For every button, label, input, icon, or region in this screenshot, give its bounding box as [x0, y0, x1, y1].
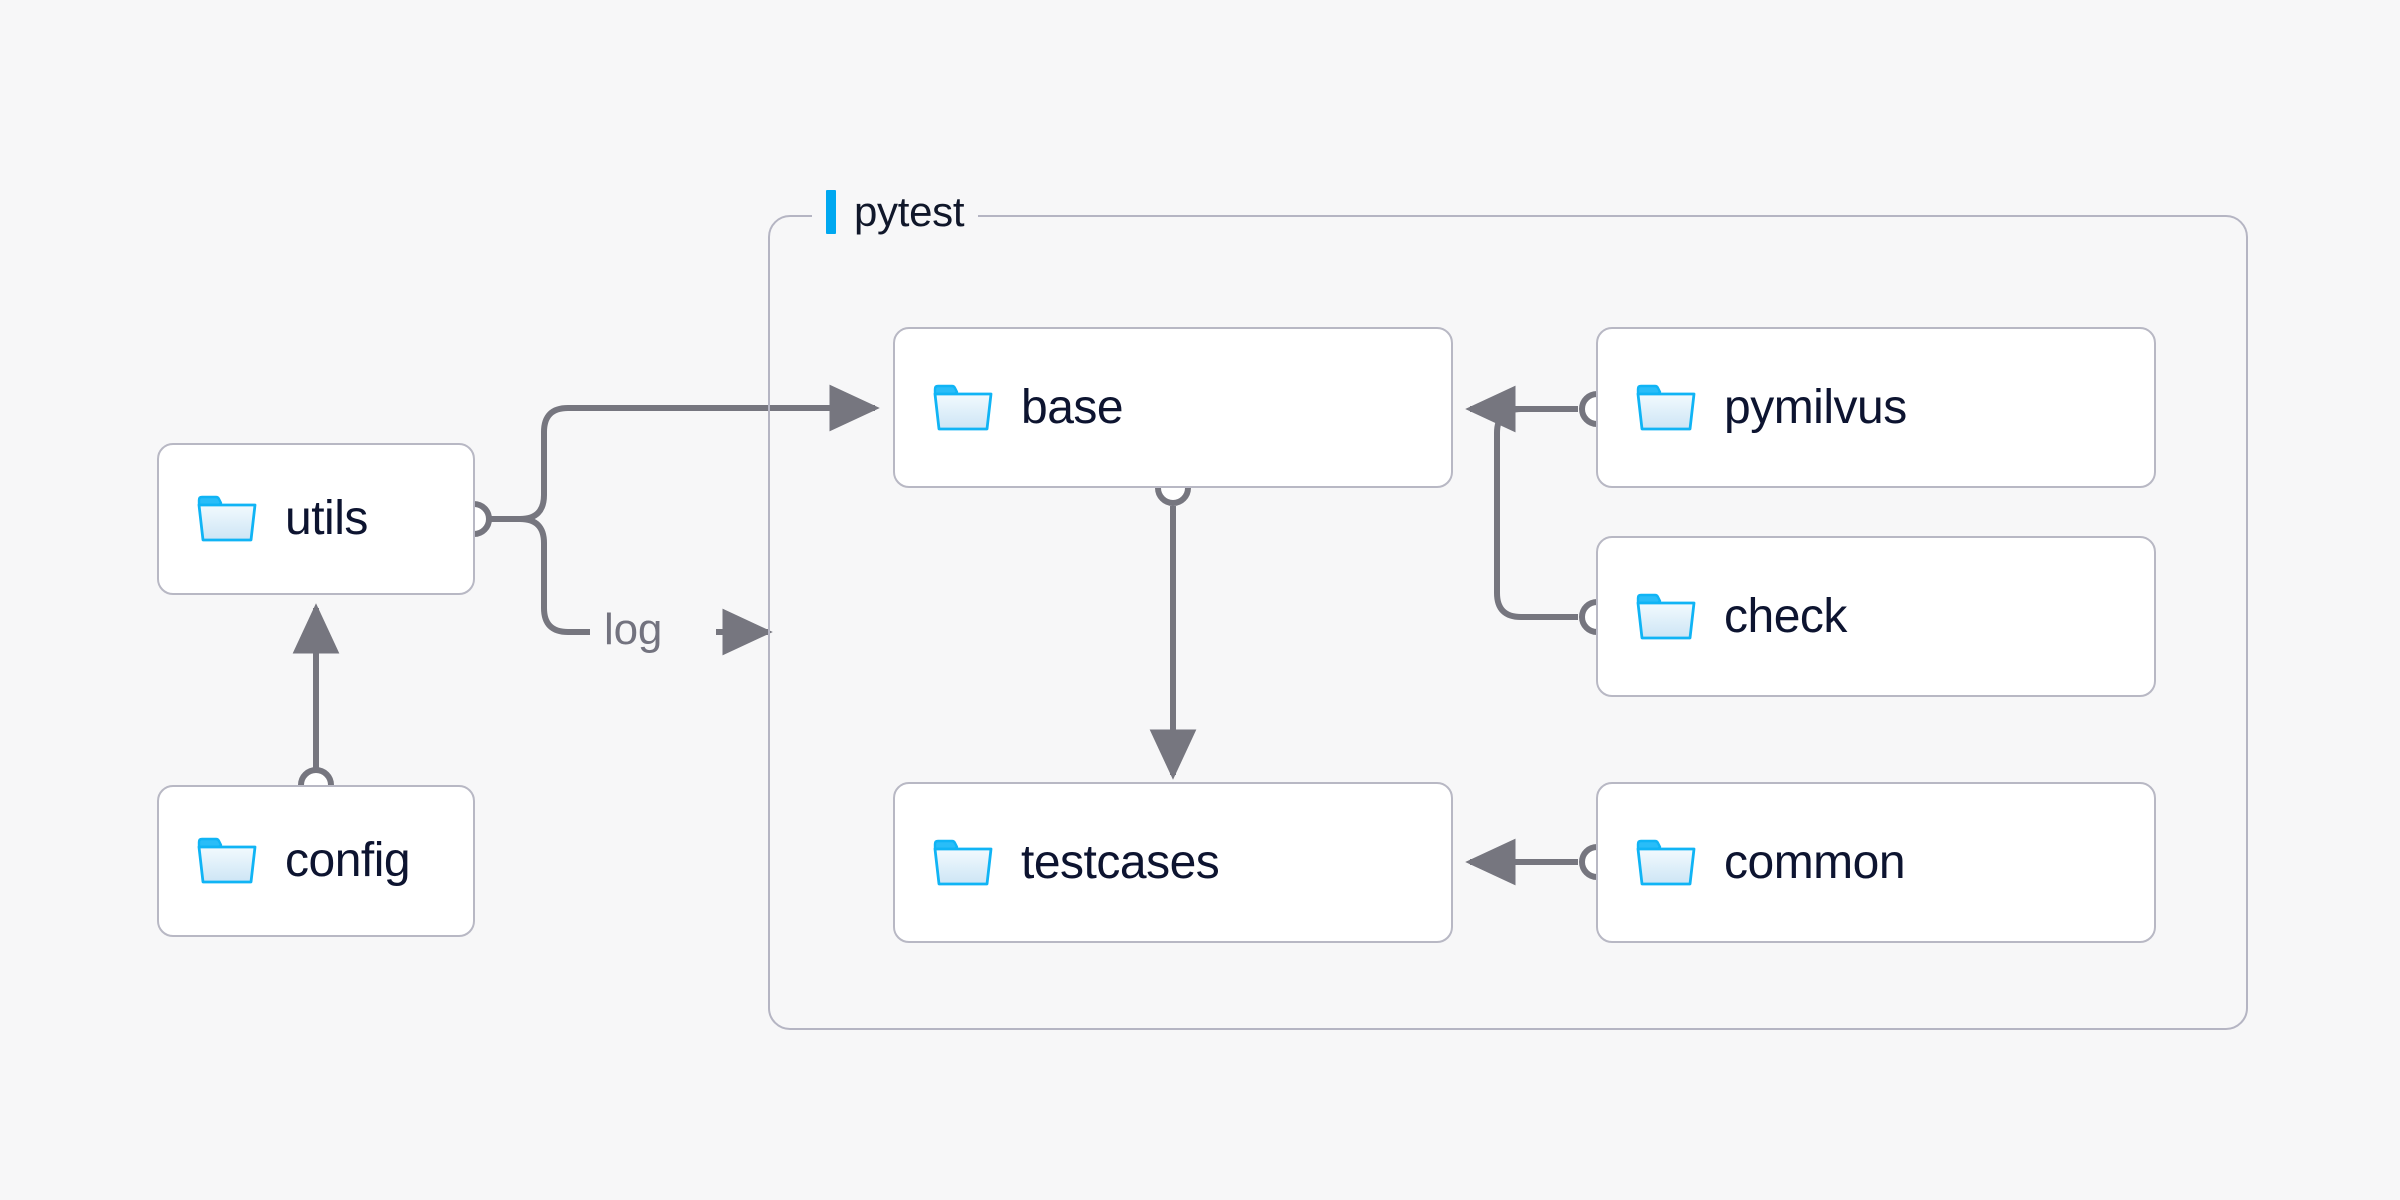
- edge-label-log: log: [604, 605, 663, 654]
- node-config-label: config: [285, 834, 411, 887]
- node-testcases-label: testcases: [1021, 835, 1220, 889]
- node-pymilvus-label: pymilvus: [1724, 380, 1907, 434]
- node-testcases[interactable]: testcases: [893, 782, 1453, 943]
- folder-icon: [933, 384, 993, 430]
- edge-utils-log: [519, 516, 590, 635]
- node-common-label: common: [1724, 835, 1906, 889]
- node-check-label: check: [1724, 589, 1847, 643]
- group-pytest-title: pytest: [854, 188, 965, 235]
- group-pytest-label: pytest: [812, 186, 979, 238]
- node-utils[interactable]: utils: [157, 443, 475, 595]
- node-pymilvus[interactable]: pymilvus: [1596, 327, 2156, 488]
- node-base-label: base: [1021, 380, 1124, 434]
- node-common[interactable]: common: [1596, 782, 2156, 943]
- folder-icon: [1636, 839, 1696, 885]
- accent-bar-icon: [826, 190, 836, 234]
- group-pytest[interactable]: [768, 215, 2248, 1030]
- folder-icon: [1636, 384, 1696, 430]
- folder-icon: [197, 495, 257, 542]
- folder-icon: [933, 839, 993, 885]
- node-utils-label: utils: [285, 492, 368, 545]
- node-check[interactable]: check: [1596, 536, 2156, 697]
- node-config[interactable]: config: [157, 785, 475, 937]
- folder-icon: [197, 837, 257, 884]
- node-base[interactable]: base: [893, 327, 1453, 488]
- folder-icon: [1636, 593, 1696, 639]
